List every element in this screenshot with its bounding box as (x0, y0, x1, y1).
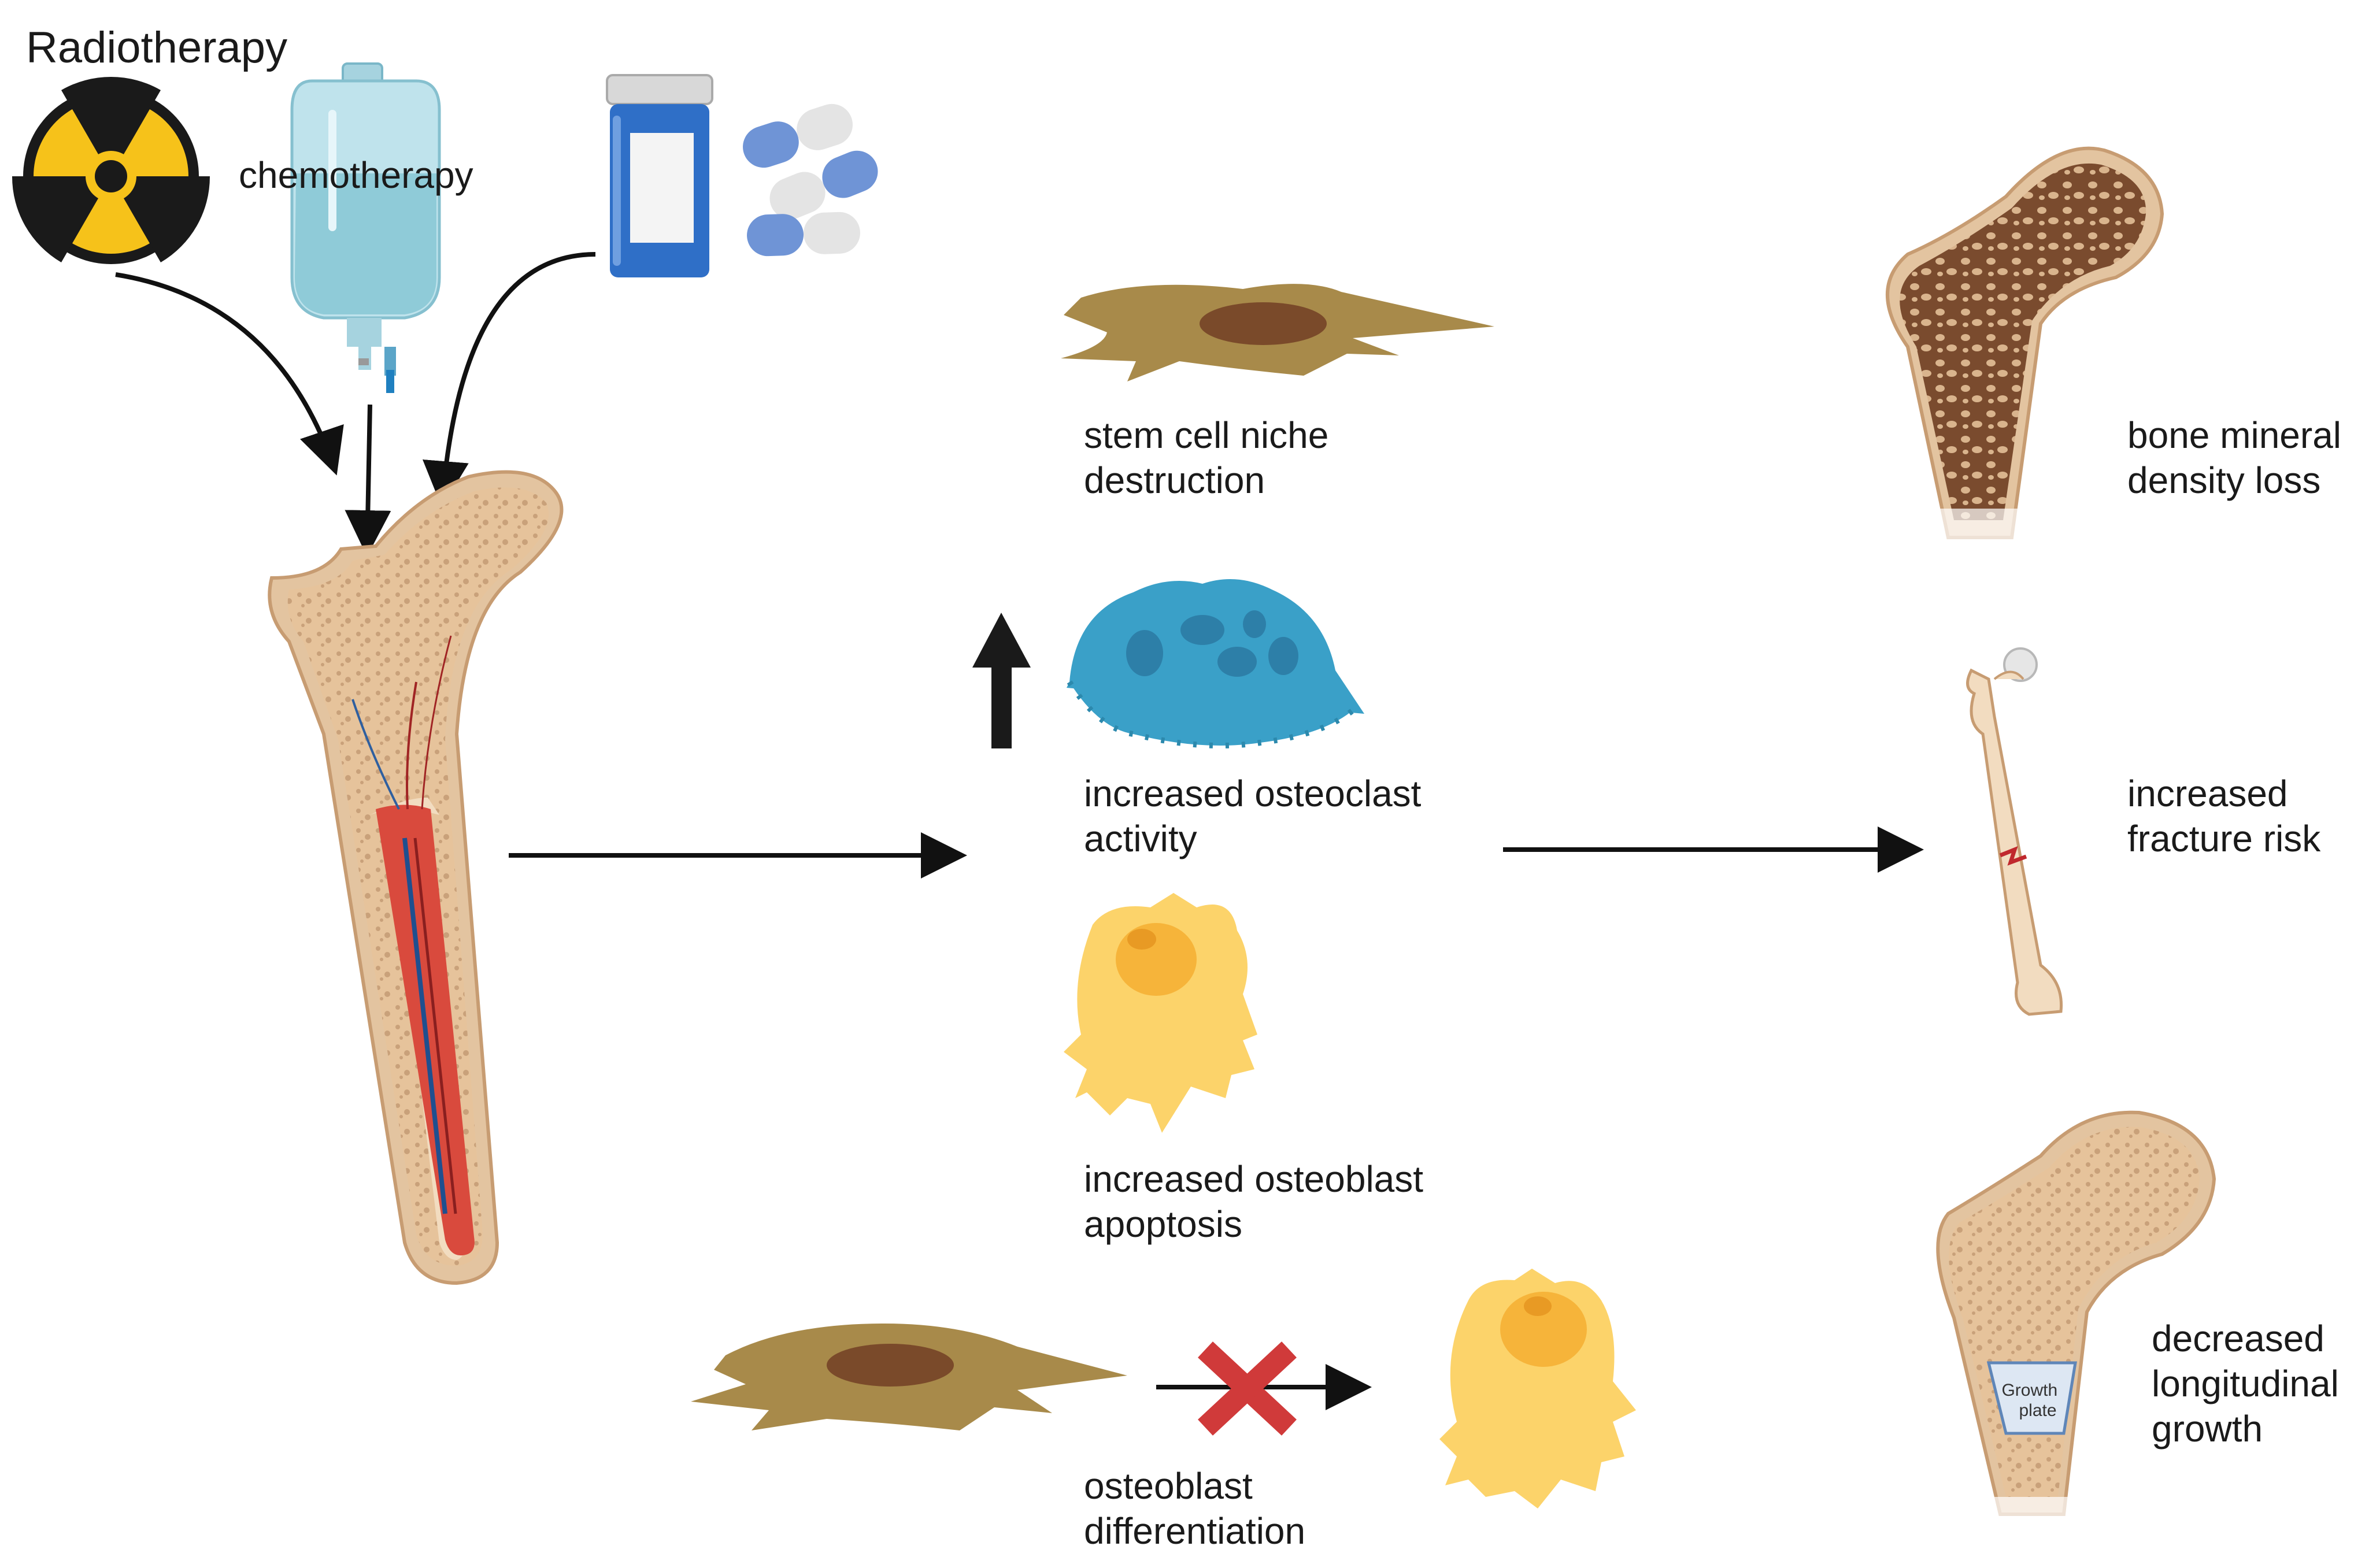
pill-bottle-icon (606, 74, 713, 277)
osteoclast-icon (1067, 579, 1364, 748)
porous-femur-icon (1886, 146, 2164, 543)
fractured-bone-icon (1966, 647, 2063, 1016)
chemotherapy-arrow (345, 404, 391, 557)
longitudinal-growth-label: decreased longitudinal growth (2152, 1318, 2349, 1450)
oral-drug-arrow (422, 252, 596, 507)
stem-cell-niche-label: stem cell niche destruction (1084, 414, 1339, 501)
radiation-icon (12, 76, 210, 264)
radiotherapy-label: Radiotherapy (26, 23, 287, 72)
bmd-loss-label: bone mineral density loss (2127, 414, 2352, 501)
chemotherapy-label: chemotherapy (239, 154, 473, 196)
growth-plate-femur-icon (1936, 1110, 2216, 1520)
growth-plate-label: Growth plate (2001, 1381, 2062, 1420)
iv-bag-icon (290, 62, 441, 393)
osteoblast-apoptosis-label: increased osteoblast apoptosis (1084, 1158, 1434, 1245)
stem-cell-differentiation-icon (691, 1324, 1127, 1430)
inhibition-x-icon (1198, 1341, 1297, 1436)
increase-up-arrow (972, 613, 1031, 748)
osteoblast-differentiation-label: osteoblast differentiation (1084, 1465, 1305, 1552)
osteoclast-activity-label: increased osteoclast activity (1084, 773, 1431, 859)
stem-cell-icon (1061, 284, 1494, 381)
femur-illustration (268, 470, 564, 1285)
radiotherapy-arrow (115, 272, 344, 476)
osteoblast-cell-icon (1439, 1269, 1636, 1508)
osteoblast-apoptosis-icon (1064, 893, 1257, 1133)
fracture-risk-label: increased fracture risk (2127, 773, 2321, 859)
capsules-icon (743, 103, 878, 257)
